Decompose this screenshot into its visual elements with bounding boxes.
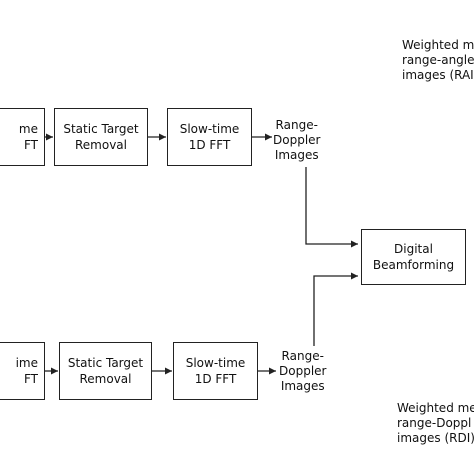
beamforming-line1: Digital: [394, 242, 433, 256]
arrow-bottom-to-beamforming: [313, 272, 358, 346]
top-fft-box-line2: FT: [23, 138, 38, 152]
weighted-rai-note: Weighted m range-angle images (RAI: [402, 38, 474, 83]
note-bottom-line2: range-Doppl: [397, 416, 472, 430]
top-static-box-line1: Static Target: [63, 122, 139, 136]
bottom-fft-box-line2: FT: [23, 372, 38, 386]
top-slowtime-box-line2: 1D FFT: [188, 138, 231, 152]
top-slow-time-fft-box: Slow-time 1D FFT: [167, 108, 252, 166]
bottom-output-line3: Images: [280, 379, 325, 393]
beamforming-line2: Beamforming: [372, 258, 455, 272]
note-bottom-line1: Weighted me: [397, 401, 474, 415]
digital-beamforming-box: Digital Beamforming: [361, 229, 466, 285]
arrow-top-to-beamforming: [305, 167, 358, 248]
bottom-range-doppler-label: Range- Doppler Images: [279, 349, 326, 394]
bottom-static-target-removal-box: Static Target Removal: [59, 342, 152, 400]
note-bottom-line3: images (RDI): [397, 431, 474, 445]
top-output-line2: Doppler: [273, 133, 321, 147]
top-range-doppler-label: Range- Doppler Images: [273, 118, 320, 163]
note-top-line3: images (RAI: [402, 68, 474, 82]
bottom-slow-time-fft-box: Slow-time 1D FFT: [173, 342, 258, 400]
bottom-fast-time-fft-box: ime FT: [0, 342, 45, 400]
top-fast-time-fft-box: me FT: [0, 108, 45, 166]
bottom-slowtime-box-line1: Slow-time: [185, 356, 246, 370]
top-output-line3: Images: [274, 148, 319, 162]
note-top-line2: range-angle: [402, 53, 474, 67]
note-top-line1: Weighted m: [402, 38, 474, 52]
top-output-line1: Range-: [275, 118, 318, 132]
top-fft-box-line1: me: [18, 122, 38, 136]
top-static-target-removal-box: Static Target Removal: [54, 108, 148, 166]
top-slowtime-box-line1: Slow-time: [179, 122, 240, 136]
bottom-slowtime-box-line2: 1D FFT: [194, 372, 237, 386]
bottom-fft-box-line1: ime: [15, 356, 38, 370]
bottom-static-box-line1: Static Target: [67, 356, 144, 370]
bottom-output-line2: Doppler: [279, 364, 327, 378]
top-static-box-line2: Removal: [74, 138, 127, 152]
bottom-static-box-line2: Removal: [79, 372, 132, 386]
bottom-output-line1: Range-: [281, 349, 324, 363]
weighted-rdi-note: Weighted me range-Doppl images (RDI): [397, 401, 474, 446]
